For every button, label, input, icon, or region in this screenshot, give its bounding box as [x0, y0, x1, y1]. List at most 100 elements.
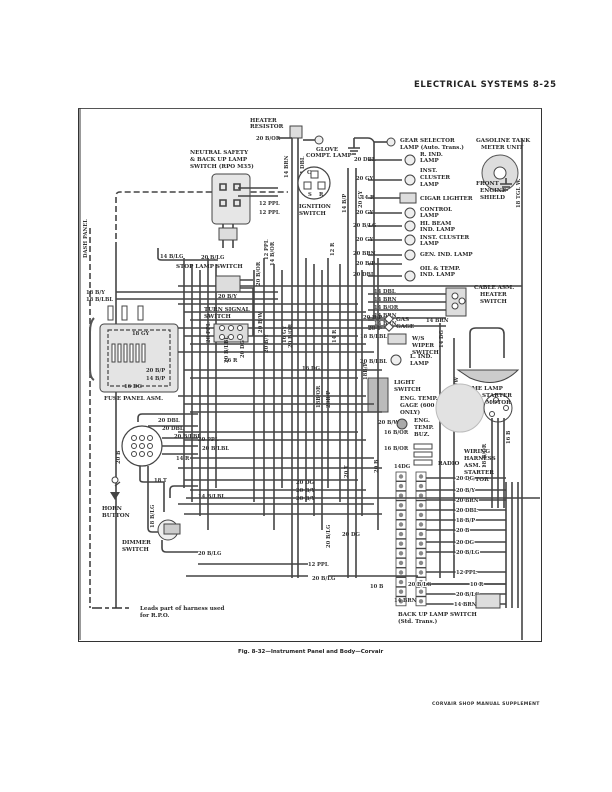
cluster-label-3: LAMP: [420, 182, 439, 188]
wire-label: 20 PPL: [206, 322, 212, 343]
wire-label: 20 B/Y: [264, 334, 270, 353]
wire-label: 14 BRN: [374, 321, 397, 327]
connector-pins: [131, 435, 153, 457]
terminal: [228, 325, 234, 331]
wire-top-loop: [115, 191, 288, 248]
wire-label: 20 B/OR: [256, 136, 281, 142]
oil-temp-label-2: IND. LAMP: [420, 272, 456, 278]
fuse: [117, 343, 122, 363]
wire-label: 20 B/Y: [218, 294, 237, 300]
eng-temp-buz-label-3: BUZ.: [414, 432, 430, 438]
terminal: [219, 334, 225, 340]
wire-label: 16 B/OR: [384, 430, 409, 436]
wire-label: 20 T: [368, 326, 381, 332]
wire-label: 18B/OR: [316, 385, 322, 408]
gas-gage-terminal: [384, 322, 394, 332]
wire-label: 20 B/P: [356, 261, 375, 267]
terminal: [493, 397, 499, 403]
connector-pin: [418, 522, 424, 527]
hi-beam-label-1: HI. BEAM: [420, 221, 451, 227]
starter-label-2: MOTOR: [486, 400, 511, 406]
wire-label: 20 B: [374, 459, 380, 473]
wire-label: 16 DG: [302, 366, 321, 372]
glove-lamp-label-2: COMPT. LAMP: [306, 153, 353, 159]
control-lamp-label-2: LAMP: [420, 213, 439, 219]
r-ind-label-2: LAMP: [420, 158, 439, 164]
ground-icon: [500, 178, 512, 191]
connector: [218, 227, 238, 241]
neutral-safety-label-2: & BACK UP LAMP: [190, 157, 248, 163]
wire-label: 20 DG: [456, 540, 475, 546]
connector-pin: [398, 599, 404, 604]
harness-label-5: MOTOR: [464, 477, 489, 483]
dimmer-body: [163, 523, 181, 535]
gas-tank-label-2: METER UNIT: [481, 145, 524, 151]
ignition-switch: [297, 166, 331, 200]
terminal: [451, 302, 459, 310]
wire-label: 20 B/LG: [408, 582, 432, 588]
control-lamp-bulb: [404, 207, 416, 219]
fuse: [141, 343, 146, 363]
connector-pin: [398, 522, 404, 527]
wire-label: 20 B/P: [146, 368, 165, 374]
wire-label: 20 GY: [356, 237, 373, 243]
wire-label: 20 DG: [296, 480, 315, 486]
wire-label: 14 DBL: [374, 289, 396, 295]
neutral-safety-switch: [211, 173, 251, 225]
horn-switch: [114, 481, 121, 487]
wire-label: 20 B: [116, 450, 122, 464]
wire-label: 20 B/Y: [296, 488, 315, 494]
wire-label: 20 B/LG: [456, 550, 480, 556]
wire-label: 16 DG: [124, 384, 143, 390]
front-engine-shield-label-2: ENGINE: [480, 188, 506, 194]
eng-temp-gage-label-3: ONLY): [400, 409, 421, 416]
connector-pin: [398, 531, 404, 537]
wire-label: 18 B/OR: [482, 443, 488, 468]
light-switch-label-2: SWITCH: [394, 387, 422, 393]
gas-tank-terminal: [493, 166, 507, 180]
ground-icon: [348, 138, 360, 155]
connector-pin: [398, 493, 404, 498]
starter-label-1: STARTER: [482, 393, 512, 399]
wire-label: 20 B/LG: [353, 223, 377, 229]
wire-label: 20 DBL: [354, 157, 376, 163]
wire-label: 12 PPL: [456, 570, 477, 576]
wire: [240, 279, 254, 336]
wire-label: 14 B/P: [146, 376, 165, 382]
lamp-wires: [368, 159, 402, 277]
turn-signal-label-2: SWITCH: [204, 314, 232, 320]
connector-pin: [398, 570, 404, 575]
starter-wires: [491, 418, 505, 508]
wire: [347, 168, 357, 578]
horn-label-1: HORN: [102, 506, 122, 512]
wire-label: 20 DG: [240, 339, 246, 358]
page-header: ELECTRICAL SYSTEMS 8-25: [414, 80, 557, 90]
ignition-switch-label-1: IGNITION: [299, 204, 331, 210]
wire-label: 14 BRN: [454, 602, 477, 608]
legend-text-1: Leads part of harness used: [140, 606, 225, 612]
wire-label: 20 T: [344, 465, 350, 478]
wire: [469, 327, 505, 368]
wire-label: 20 BRN: [456, 498, 479, 504]
eng-temp-gage-label-2: GAGE (600: [400, 402, 435, 409]
fuse-lead: [107, 305, 114, 321]
gas-gage-terminal: [384, 314, 394, 324]
dome-lamp-label: DOME LAMP: [462, 386, 504, 392]
inst-cluster-lamp-bulb: [404, 234, 416, 246]
oil-temp-label-1: OIL & TEMP.: [420, 266, 460, 272]
connector-pin: [418, 599, 424, 604]
terminal: [237, 325, 243, 331]
middle-wire-grid: [178, 258, 382, 530]
radio-label: RADIO: [438, 461, 459, 467]
terminal: [451, 292, 459, 300]
heater-resistor: [289, 125, 303, 139]
r-ind-lamp-bulb: [404, 154, 416, 166]
back-up-label-2: (Std. Trans.): [398, 618, 438, 625]
r-ind-label-1: R. IND.: [420, 152, 443, 158]
wire-label: 14 DG: [439, 329, 445, 348]
wire-label: 20 B/LG: [326, 524, 332, 548]
connector-pin: [418, 560, 424, 566]
wire-label: 20 GY: [356, 176, 373, 182]
wire-label: 16 B/OR: [384, 446, 409, 452]
inst-cluster2-label-1: INST. CLUSTER: [420, 235, 470, 241]
